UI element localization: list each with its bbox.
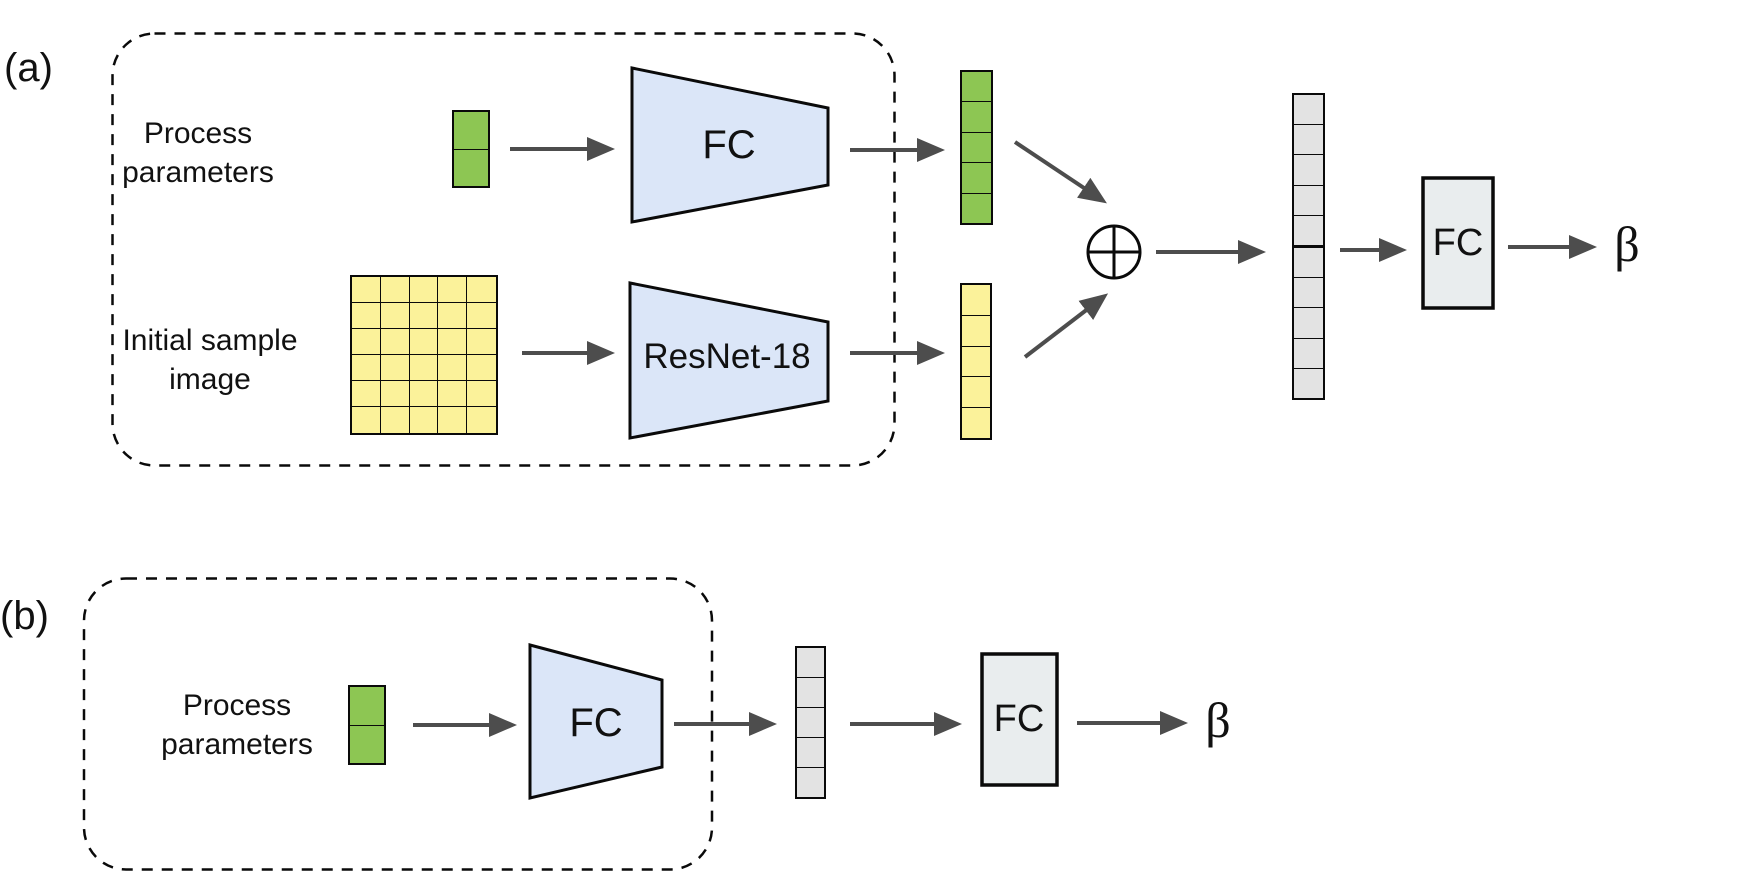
vector-cell <box>962 131 991 163</box>
grid-cell <box>438 355 468 381</box>
grid-cell <box>409 303 439 329</box>
vector-cell <box>350 724 384 763</box>
vector-cell <box>1294 154 1323 185</box>
panel-a-label: (a) <box>4 46 53 90</box>
fc-encoder-label-b: FC <box>569 701 623 745</box>
process-parameters-line2-a: parameters <box>122 156 274 189</box>
panel-b-label: (b) <box>0 594 49 638</box>
fc-head-box-a <box>1421 176 1495 310</box>
vector-cell <box>797 707 824 737</box>
grid-cell <box>352 303 381 329</box>
dashed-group-box-a <box>111 32 896 467</box>
vector-cell <box>962 101 991 132</box>
fc-head-label-a: FC <box>1432 222 1484 264</box>
vector-cell <box>1294 337 1323 368</box>
vector-cell <box>1294 184 1323 215</box>
grid-cell <box>467 407 496 433</box>
grid-cell <box>380 277 410 303</box>
concat-embedding-vector-a <box>1292 93 1325 400</box>
fc-encoder-trapezoid-b <box>528 643 664 800</box>
vector-cell <box>1294 124 1323 155</box>
image-embedding-vector-a <box>960 283 992 440</box>
vector-cell <box>962 314 990 346</box>
resnet-encoder-label-a: ResNet-18 <box>643 337 811 376</box>
beta-output-symbol-b: β <box>1205 692 1231 748</box>
vector-cell <box>962 376 990 408</box>
grid-cell <box>352 355 381 381</box>
grid-cell <box>438 407 468 433</box>
grid-cell <box>409 277 439 303</box>
vector-cell <box>797 677 824 707</box>
vector-cell <box>797 648 824 677</box>
arrow-param-embedding-to-plus <box>1013 140 1107 204</box>
vector-cell <box>797 737 824 767</box>
grid-cell <box>467 381 496 407</box>
vector-cell <box>454 112 488 149</box>
grid-cell <box>352 381 381 407</box>
grid-cell <box>438 303 468 329</box>
fc-head-box-b <box>980 652 1059 787</box>
vector-cell <box>962 192 991 224</box>
vector-cell <box>962 407 990 438</box>
fc-encoder-trapezoid-a <box>630 66 830 224</box>
process-parameters-line1-b: Process <box>182 689 292 722</box>
vector-cell <box>1294 214 1323 246</box>
process-params-vector-b <box>348 685 386 765</box>
grid-cell <box>352 277 381 303</box>
beta-output-symbol-a: β <box>1614 216 1640 272</box>
grid-cell <box>380 355 410 381</box>
vector-cell <box>962 162 991 193</box>
process-parameters-line2-b: parameters <box>161 728 313 761</box>
process-parameters-line1-a: Process <box>143 117 253 150</box>
process-parameters-label-a: Process parameters <box>78 114 318 192</box>
grid-cell <box>467 277 496 303</box>
grid-cell <box>438 277 468 303</box>
vector-cell <box>962 285 990 315</box>
grid-cell <box>409 355 439 381</box>
grid-cell <box>467 355 496 381</box>
param-embedding-vector-a <box>960 70 993 225</box>
vector-cell <box>1294 307 1323 338</box>
grid-cell <box>438 381 468 407</box>
grid-cell <box>352 407 381 433</box>
grid-cell <box>467 303 496 329</box>
vector-cell <box>1294 277 1323 308</box>
vector-cell <box>454 148 488 186</box>
grid-cell <box>352 329 381 355</box>
grid-cell <box>380 381 410 407</box>
grid-cell <box>380 303 410 329</box>
vector-cell <box>962 345 990 377</box>
vector-cell <box>962 72 991 102</box>
initial-sample-image-line1-a: Initial sample <box>122 324 298 357</box>
grid-cell <box>409 381 439 407</box>
grid-cell <box>467 329 496 355</box>
vector-cell <box>1294 367 1323 399</box>
param-embedding-vector-b <box>795 646 826 799</box>
vector-cell <box>797 767 824 797</box>
grid-cell <box>409 329 439 355</box>
vector-cell <box>350 687 384 725</box>
vector-cell <box>1294 95 1323 125</box>
initial-sample-image-line2-a: image <box>169 363 251 396</box>
process-params-vector-a <box>452 110 490 188</box>
fc-head-label-b: FC <box>993 698 1045 740</box>
circled-plus-icon <box>1086 224 1142 280</box>
initial-sample-image-label-a: Initial sample image <box>90 321 330 399</box>
grid-cell <box>409 407 439 433</box>
grid-cell <box>380 329 410 355</box>
fc-encoder-label-a: FC <box>702 123 756 167</box>
process-parameters-label-b: Process parameters <box>117 686 357 764</box>
vector-cell <box>1294 245 1323 278</box>
resnet-encoder-trapezoid-a <box>628 281 830 440</box>
grid-cell <box>380 407 410 433</box>
initial-sample-image-grid <box>350 275 498 435</box>
grid-cell <box>438 329 468 355</box>
arrow-image-embedding-to-plus <box>1023 293 1109 359</box>
